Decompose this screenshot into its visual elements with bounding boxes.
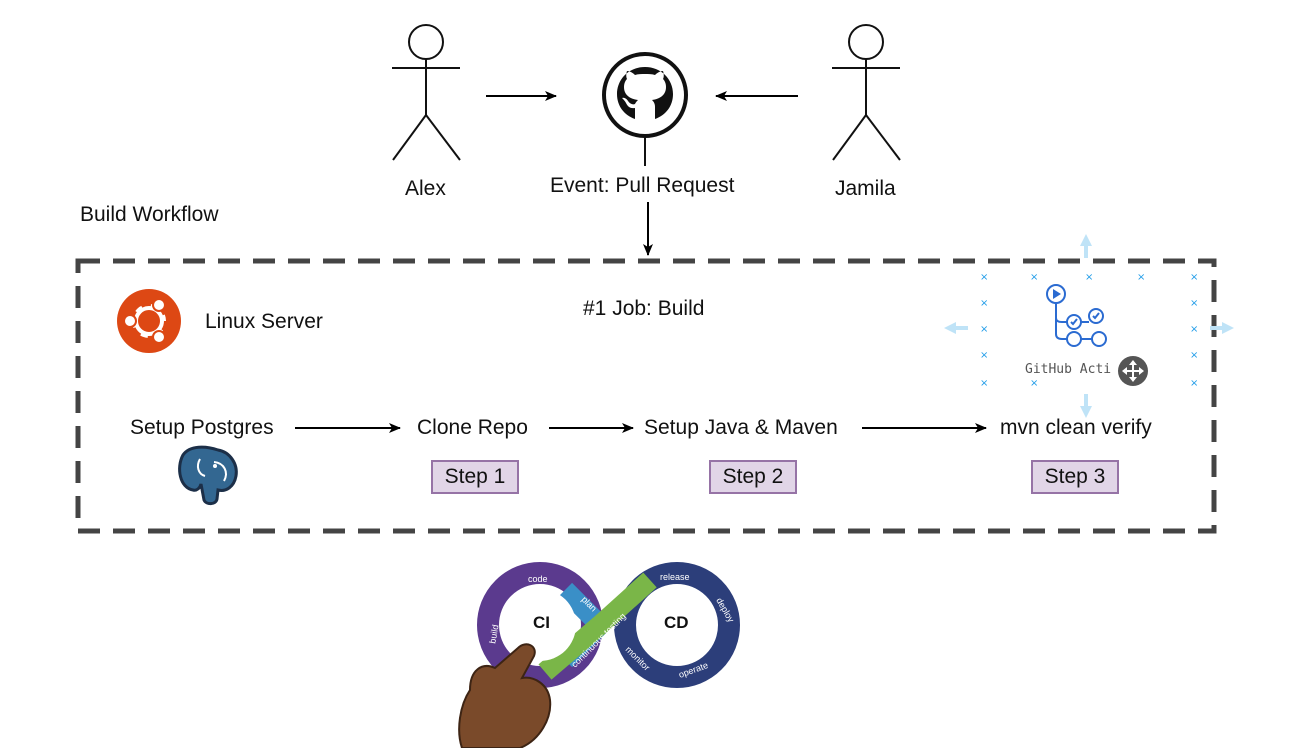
- actor-jamila-figure: [832, 24, 901, 161]
- actor-alex-label: Alex: [405, 177, 446, 200]
- ci-label: CI: [533, 613, 550, 632]
- postgres-icon: [178, 445, 238, 506]
- github-actions-label: GitHub Acti: [1025, 362, 1112, 377]
- cd-label: CD: [664, 613, 689, 632]
- svg-text:×: ×: [1137, 272, 1145, 283]
- svg-text:×: ×: [1190, 298, 1198, 309]
- move-cursor-icon[interactable]: [1118, 356, 1148, 386]
- svg-text:code: code: [528, 574, 548, 584]
- actor-jamila-label: Jamila: [835, 177, 896, 200]
- selection-handles[interactable]: × × × × × × × × × × × × × ×: [980, 272, 1198, 389]
- step-mvn-clean-verify: mvn clean verify: [1000, 416, 1152, 439]
- svg-text:×: ×: [1190, 324, 1198, 335]
- svg-text:×: ×: [1030, 378, 1038, 389]
- svg-text:×: ×: [980, 324, 988, 335]
- step-clone-repo: Clone Repo: [417, 416, 528, 439]
- svg-text:×: ×: [1190, 350, 1198, 361]
- svg-text:×: ×: [980, 378, 988, 389]
- step-2-badge: Step 2: [709, 460, 797, 494]
- step-3-badge: Step 3: [1031, 460, 1119, 494]
- step-1-badge: Step 1: [431, 460, 519, 494]
- svg-text:×: ×: [1190, 272, 1198, 283]
- workflow-boundary: [75, 258, 1217, 534]
- svg-text:build: build: [487, 624, 500, 644]
- step-setup-postgres: Setup Postgres: [130, 416, 274, 439]
- actor-alex-figure: [392, 24, 461, 161]
- resize-arrows[interactable]: [944, 234, 1234, 418]
- job-label: #1 Job: Build: [583, 297, 705, 320]
- server-label: Linux Server: [205, 310, 323, 333]
- svg-text:×: ×: [980, 350, 988, 361]
- github-actions-icon: [1046, 284, 1107, 347]
- svg-text:×: ×: [1085, 272, 1093, 283]
- event-label: Event: Pull Request: [550, 174, 735, 197]
- ubuntu-icon: [117, 289, 181, 353]
- svg-text:×: ×: [980, 272, 988, 283]
- svg-text:×: ×: [980, 298, 988, 309]
- svg-text:×: ×: [1190, 378, 1198, 389]
- svg-text:release: release: [660, 572, 690, 582]
- github-icon: [602, 52, 688, 166]
- svg-text:×: ×: [1030, 272, 1038, 283]
- step-setup-java-maven: Setup Java & Maven: [644, 416, 838, 439]
- workflow-label: Build Workflow: [80, 203, 219, 226]
